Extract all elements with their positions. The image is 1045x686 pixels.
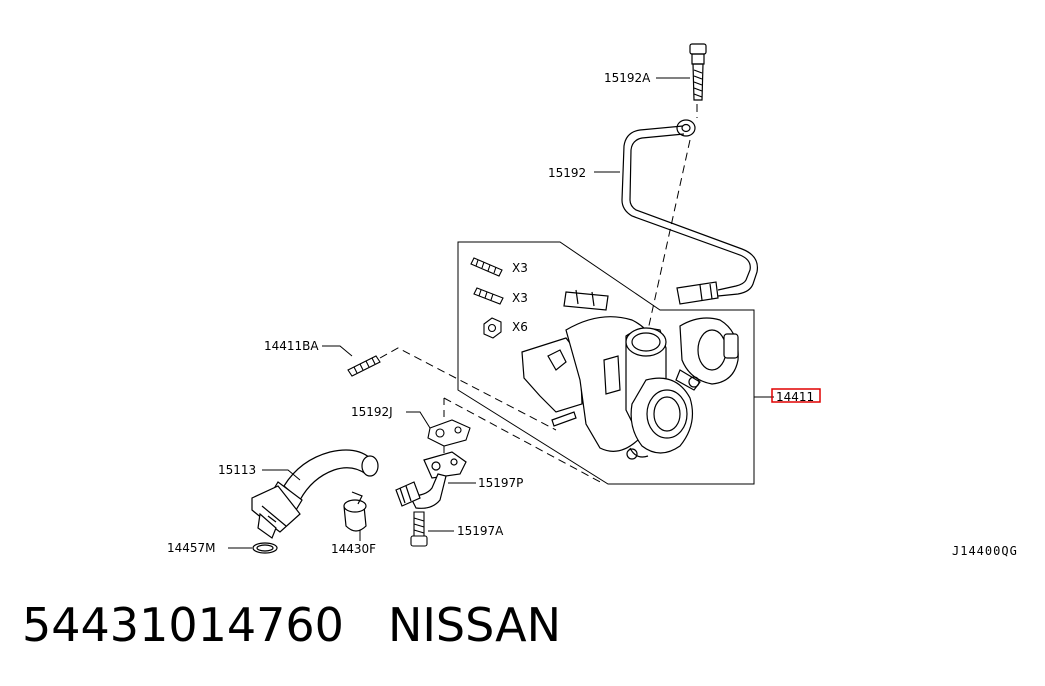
stud-x3-a[interactable] xyxy=(470,257,503,277)
reference-code: J14400QG xyxy=(952,544,1018,558)
brand-name: NISSAN xyxy=(387,598,562,652)
highlight-box xyxy=(771,388,821,403)
seal-ring-14457m[interactable] xyxy=(252,542,278,554)
label-15192a: 15192A xyxy=(604,71,651,85)
label-14457m: 14457M xyxy=(167,541,216,555)
label-15197p: 15197P xyxy=(478,476,523,490)
label-15192: 15192 xyxy=(548,166,586,180)
banjo-bolt-15192a[interactable] xyxy=(689,43,707,101)
label-15113: 15113 xyxy=(218,463,256,477)
label-14411ba: 14411BA xyxy=(264,339,319,353)
oil-return-pipe-15197p[interactable] xyxy=(395,451,467,509)
label-15192j: 15192J xyxy=(351,405,393,419)
gasket-15192j[interactable] xyxy=(427,419,471,447)
label-qty-nut: X6 xyxy=(512,320,528,334)
clamp-14430f[interactable] xyxy=(343,491,367,532)
stud-x3-b[interactable] xyxy=(473,287,504,305)
label-14411[interactable]: 14411 xyxy=(776,390,814,404)
stud-14411ba[interactable] xyxy=(347,355,381,377)
label-qty-stud2: X3 xyxy=(512,291,528,305)
leader-lines xyxy=(228,77,690,549)
turbocharger-14411[interactable] xyxy=(521,289,739,460)
part-caption: 54431014760 NISSAN xyxy=(22,598,561,652)
oil-feed-pipe-15192[interactable] xyxy=(621,119,759,305)
label-15197a: 15197A xyxy=(457,524,504,538)
nut-x6[interactable] xyxy=(483,317,502,339)
label-14430f: 14430F xyxy=(331,542,376,556)
bolt-15197a[interactable] xyxy=(410,511,428,547)
turbo-assembly-outline xyxy=(457,241,774,485)
label-qty-stud: X3 xyxy=(512,261,528,275)
turbocharger-exploded-diagram: 15192A 15192 X3 X3 X6 14411BA 15192J 151… xyxy=(167,43,1018,558)
oil-return-hose-15113[interactable] xyxy=(251,449,379,539)
part-number: 54431014760 xyxy=(22,598,344,652)
